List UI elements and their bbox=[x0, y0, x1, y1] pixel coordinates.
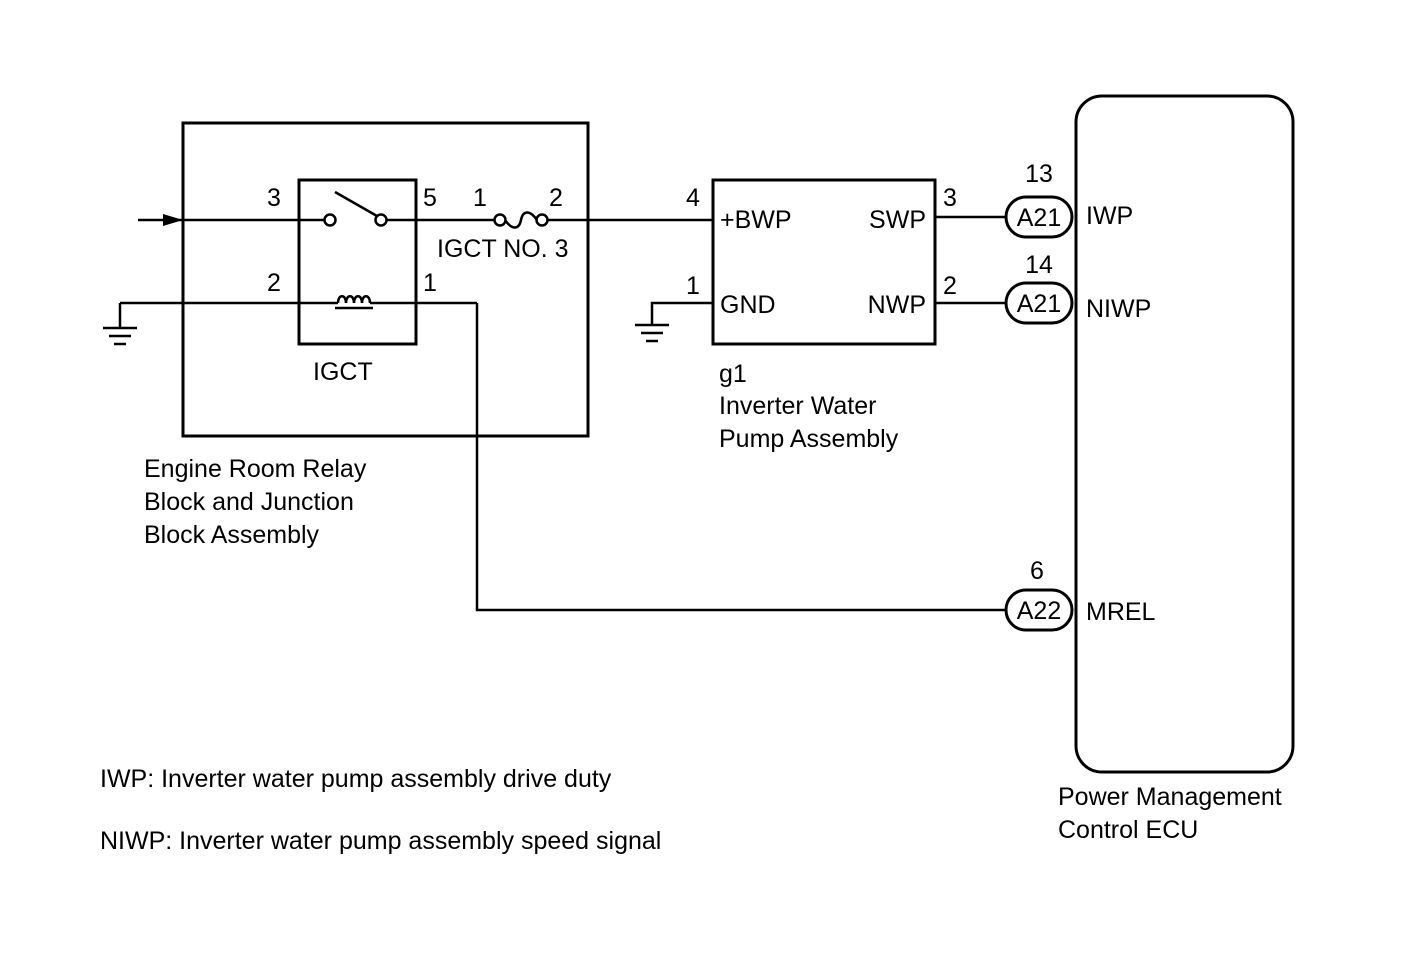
connector-niwp bbox=[1004, 281, 1074, 325]
switch-contact-left bbox=[323, 213, 337, 227]
pump-assembly-box bbox=[711, 178, 937, 346]
pump-id: g1 bbox=[719, 360, 747, 388]
ground-left-icon bbox=[103, 326, 137, 346]
relay-label: IGCT bbox=[313, 358, 373, 386]
pump-name-1: Inverter Water bbox=[719, 392, 876, 420]
relay-block-name-3: Block Assembly bbox=[144, 521, 320, 549]
ecu-pin-mrel: 6 bbox=[1030, 557, 1044, 585]
relay-block-box bbox=[181, 121, 590, 438]
ground-pump-icon bbox=[635, 323, 669, 343]
pin-switch-out: 5 bbox=[423, 184, 437, 212]
note-niwp: NIWP: Inverter water pump assembly speed… bbox=[100, 827, 661, 855]
relay-block-name-2: Block and Junction bbox=[144, 488, 354, 516]
fuse-element-icon bbox=[503, 211, 539, 229]
pin-coil-out: 1 bbox=[423, 269, 437, 297]
igct-relay-box bbox=[297, 178, 418, 346]
pump-pin-bwp: 4 bbox=[686, 184, 700, 212]
note-iwp: IWP: Inverter water pump assembly drive … bbox=[100, 765, 612, 793]
ecu-connector-mrel: A22 bbox=[1017, 597, 1061, 625]
ecu-connector-iwp: A21 bbox=[1017, 204, 1061, 232]
pump-pin-nwp: 2 bbox=[943, 272, 957, 300]
ecu-name-2: Control ECU bbox=[1058, 816, 1198, 844]
ecu-pin-iwp: 13 bbox=[1025, 160, 1053, 188]
ecu-name-1: Power Management bbox=[1058, 783, 1282, 811]
pin-fuse-out: 2 bbox=[549, 184, 563, 212]
pump-terminal-bwp: +BWP bbox=[720, 206, 792, 234]
fuse-terminal-right bbox=[535, 213, 549, 227]
pump-gnd-wire bbox=[650, 301, 713, 325]
pin-coil-in: 2 bbox=[267, 269, 281, 297]
ecu-connector-niwp: A21 bbox=[1017, 290, 1061, 318]
ecu-signal-mrel: MREL bbox=[1086, 598, 1156, 626]
pin-switch-in: 3 bbox=[267, 184, 281, 212]
pump-pin-swp: 3 bbox=[943, 184, 957, 212]
ecu-signal-iwp: IWP bbox=[1086, 202, 1133, 230]
pump-pin-gnd: 1 bbox=[686, 272, 700, 300]
pump-name-2: Pump Assembly bbox=[719, 425, 899, 453]
pump-terminal-swp: SWP bbox=[869, 206, 926, 234]
pin-fuse-in: 1 bbox=[473, 184, 487, 212]
connector-iwp bbox=[1004, 195, 1074, 239]
relay-block-name-1: Engine Room Relay bbox=[144, 455, 367, 483]
fuse-terminal-left bbox=[493, 213, 507, 227]
ecu-pin-niwp: 14 bbox=[1025, 251, 1053, 279]
connector-mrel bbox=[1004, 588, 1074, 632]
switch-blade bbox=[334, 190, 378, 218]
pump-terminal-gnd: GND bbox=[720, 291, 776, 319]
switch-contact-right bbox=[374, 213, 388, 227]
ecu-box bbox=[1074, 94, 1295, 774]
fuse-label: IGCT NO. 3 bbox=[437, 235, 569, 263]
pump-terminal-nwp: NWP bbox=[868, 291, 926, 319]
ecu-signal-niwp: NIWP bbox=[1086, 295, 1151, 323]
coil-icon bbox=[336, 295, 372, 304]
input-arrow-icon bbox=[163, 214, 183, 226]
mrel-wire bbox=[475, 303, 1006, 612]
